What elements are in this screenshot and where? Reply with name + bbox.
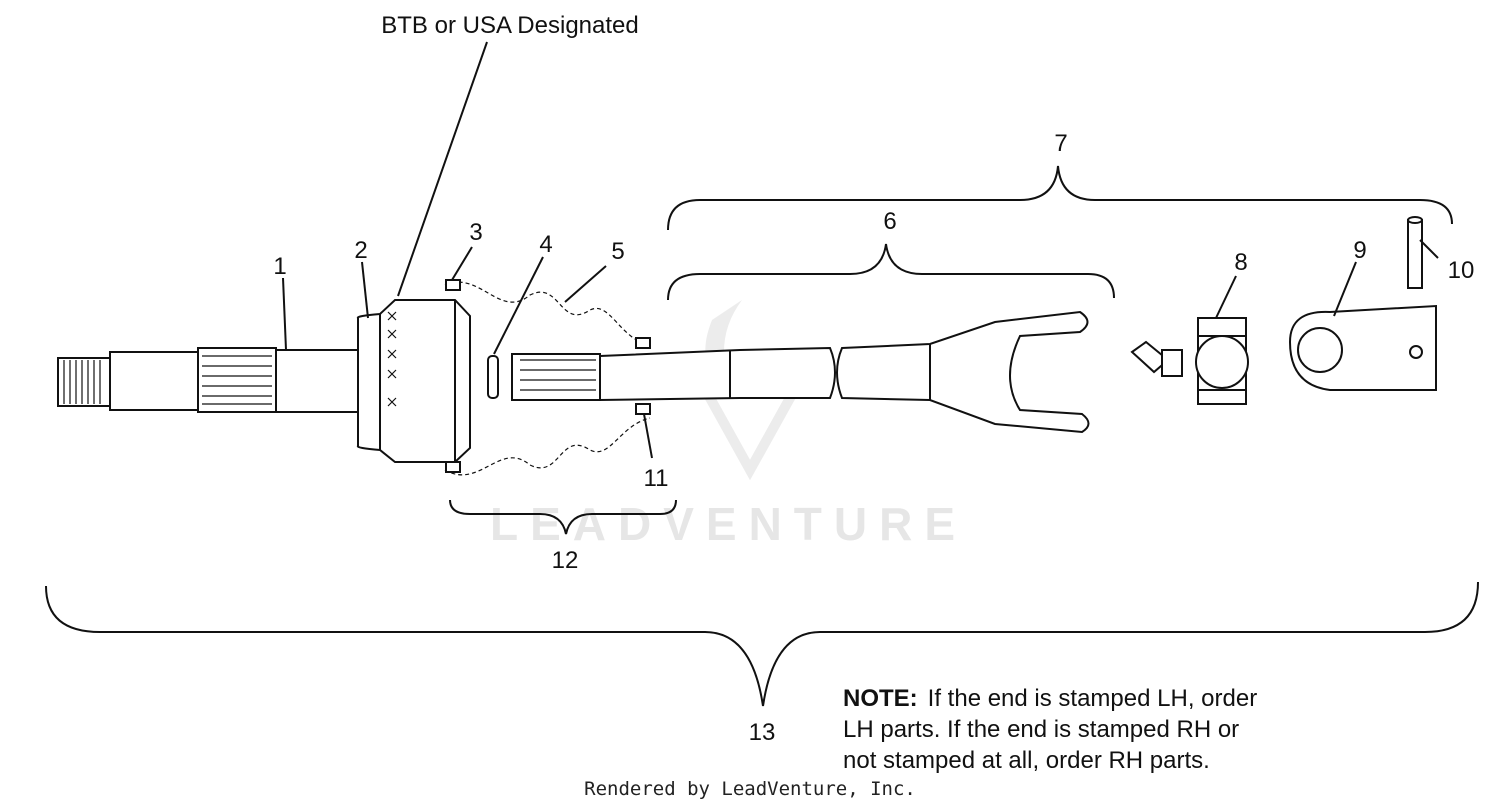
watermark-text: LEADVENTURE [490, 498, 967, 550]
callout-2: 2 [354, 237, 367, 264]
note-heading: NOTE: [843, 685, 918, 712]
rendered-by-footer: Rendered by LeadVenture, Inc. [584, 778, 916, 800]
designation-label: BTB or USA Designated [381, 12, 638, 39]
callout-10: 10 [1448, 257, 1475, 284]
part-1-shaft [57, 347, 359, 413]
part-3-clamp [445, 279, 461, 291]
part-11-clamp [635, 403, 651, 415]
note-line-3: not stamped at all, order RH parts. [843, 747, 1210, 774]
callout-11: 11 [644, 465, 669, 492]
callout-13: 13 [749, 719, 776, 746]
note-line-2: LH parts. If the end is stamped RH or [843, 716, 1239, 743]
note-block: NOTE: If the end is stamped LH, order LH … [843, 685, 1257, 774]
callout-1: 1 [273, 253, 286, 280]
callout-9: 9 [1353, 237, 1366, 264]
svg-text:NOTE:If the end is stamped LH,: NOTE: If the end is stamped LH, order [843, 685, 1257, 712]
callout-4: 4 [539, 231, 552, 258]
part-9-yoke [1288, 304, 1437, 391]
part-8-u-joint [1130, 317, 1249, 405]
part-5-boot [444, 281, 651, 476]
brace-12 [449, 499, 677, 535]
part-2-cv-housing [356, 299, 471, 463]
callout-8: 8 [1234, 249, 1247, 276]
part-3-clamp-lower [445, 461, 461, 473]
part-11-clamp-upper [635, 337, 651, 349]
brace-13 [45, 581, 1479, 707]
braces [45, 165, 1479, 707]
brace-6 [667, 243, 1115, 301]
brace-7 [667, 165, 1453, 231]
note-line-1: If the end is stamped LH, order [928, 685, 1258, 712]
callout-3: 3 [469, 219, 482, 246]
leader-lines [282, 41, 1439, 459]
watermark: LEADVENTURE [490, 300, 967, 550]
callout-6: 6 [883, 208, 896, 235]
callout-5: 5 [611, 238, 624, 265]
part-6-inner-shaft [511, 310, 1090, 434]
callout-12: 12 [552, 547, 579, 574]
part-10-pin [1407, 216, 1423, 289]
part-4-snap-ring [487, 355, 499, 399]
callout-7: 7 [1054, 130, 1067, 157]
